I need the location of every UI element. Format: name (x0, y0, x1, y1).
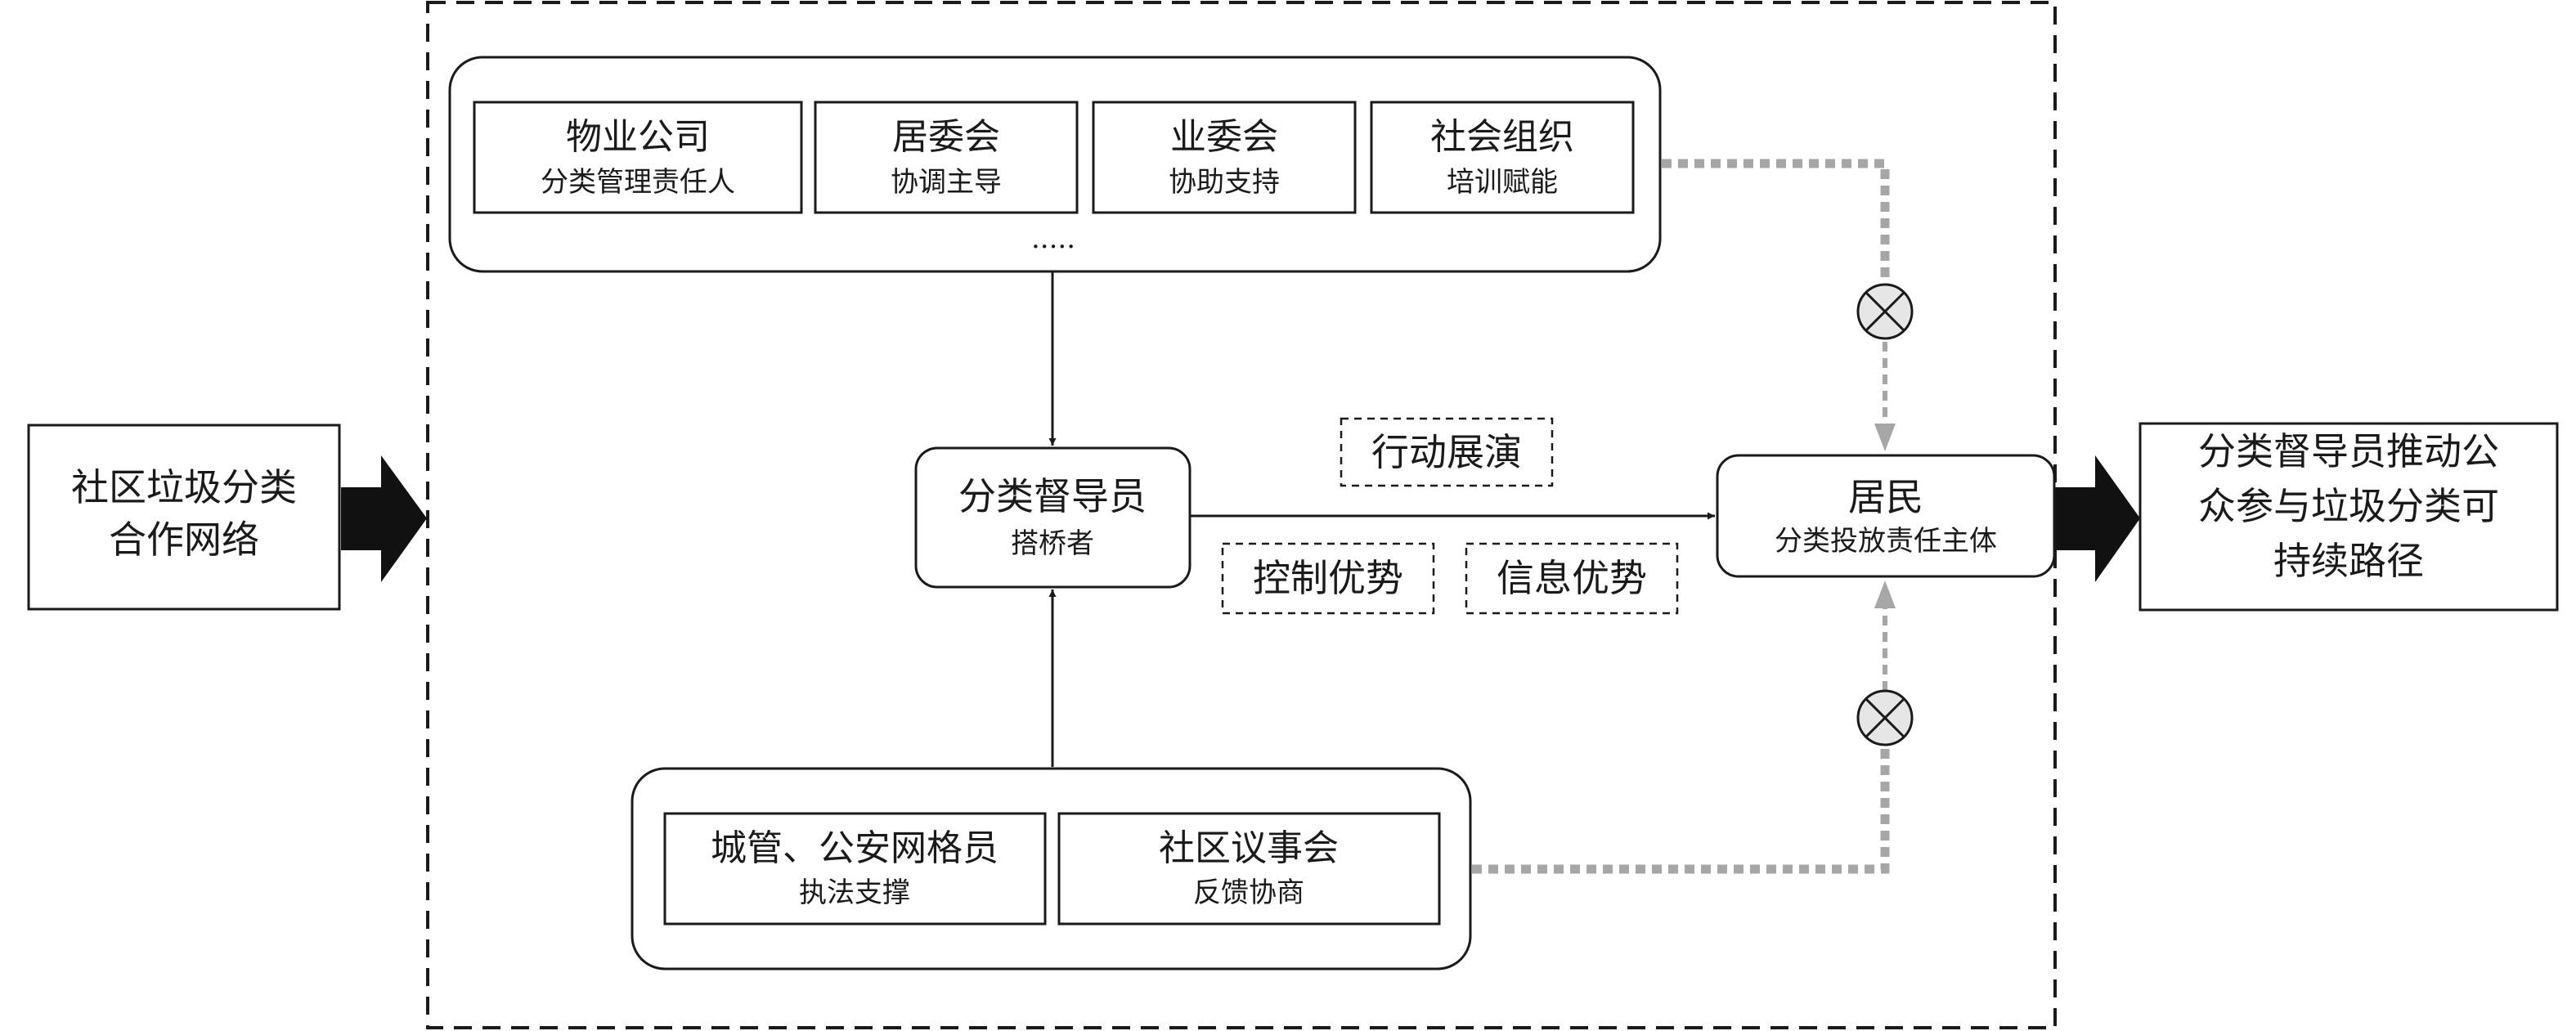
dotted-arrowhead-up (1874, 580, 1896, 608)
output-box: 分类督导员推动公 众参与垃圾分类可 持续路径 (2138, 422, 2559, 612)
input-box-line-2: 合作网络 (109, 518, 259, 562)
actor-title: 业委会 (1170, 116, 1278, 158)
bottom-actor-group: 城管、公安网格员 执法支撑 社区议事会 反馈协商 (631, 767, 1472, 970)
residents-title: 居民 (1848, 475, 1923, 519)
supervisor-role: 搭桥者 (1011, 527, 1094, 560)
actor-title: 社会组织 (1430, 116, 1574, 158)
dotted-path-top (1662, 159, 1890, 288)
label-control-text: 控制优势 (1253, 556, 1403, 600)
output-arrow (2055, 455, 2140, 582)
supervisor-node: 分类督导员 搭桥者 (914, 446, 1192, 589)
actor-role: 培训赋能 (1447, 166, 1558, 199)
actor-enforcement: 城管、公安网格员 执法支撑 (663, 812, 1047, 926)
output-box-line-2: 众参与垃圾分类可 (2198, 484, 2499, 528)
residents-role: 分类投放责任主体 (1775, 525, 1997, 558)
actor-community-council: 社区议事会 反馈协商 (1057, 812, 1441, 926)
dotted-path-bottom (1472, 742, 1890, 874)
actor-property-company: 物业公司 分类管理责任人 (473, 101, 803, 214)
label-control: 控制优势 (1221, 542, 1435, 615)
label-action-text: 行动展演 (1371, 430, 1522, 474)
dotted-arrowhead-down (1874, 424, 1896, 451)
actor-title: 城管、公安网格员 (711, 827, 999, 869)
output-box-line-3: 持续路径 (2273, 539, 2424, 583)
label-action: 行动展演 (1340, 417, 1554, 487)
actor-title: 社区议事会 (1159, 827, 1339, 869)
label-info: 信息优势 (1465, 542, 1679, 615)
input-box-line-1: 社区垃圾分类 (71, 465, 297, 509)
actor-title: 居委会 (892, 116, 1000, 158)
junction-bottom-icon (1856, 689, 1914, 746)
actor-residents-committee: 居委会 协调主导 (814, 101, 1079, 214)
network-boundary (426, 1, 2057, 1029)
actor-role: 反馈协商 (1193, 876, 1304, 909)
supervisor-title: 分类督导员 (958, 474, 1147, 518)
actor-role: 协调主导 (891, 166, 1002, 199)
actor-role: 分类管理责任人 (541, 166, 735, 199)
actor-role: 协助支持 (1169, 166, 1280, 199)
top-group-ellipsis: ..... (1031, 222, 1075, 255)
junction-top-icon (1856, 283, 1914, 340)
residents-node: 居民 分类投放责任主体 (1716, 454, 2056, 578)
actor-title: 物业公司 (566, 116, 710, 158)
input-arrow (341, 455, 427, 582)
top-actor-group: 物业公司 分类管理责任人 居委会 协调主导 业委会 协助支持 社会组织 培训赋能… (448, 56, 1662, 273)
label-info-text: 信息优势 (1497, 556, 1647, 600)
input-box: 社区垃圾分类 合作网络 (27, 424, 341, 611)
actor-owners-committee: 业委会 协助支持 (1092, 101, 1357, 214)
output-box-line-1: 分类督导员推动公 (2198, 429, 2499, 473)
actor-social-organization: 社会组织 培训赋能 (1370, 101, 1635, 214)
actor-role: 执法支撑 (799, 876, 910, 909)
